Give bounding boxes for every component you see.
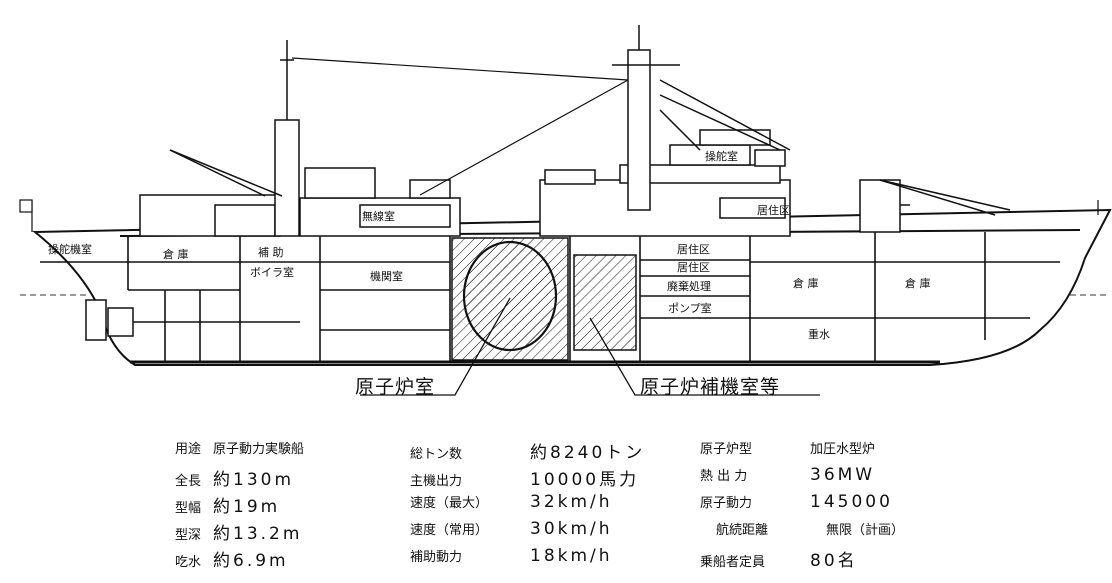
spec-label: 熱 出 力 <box>700 469 748 484</box>
callout-reactor-aux-rooms: 原子炉補機室等 <box>640 376 781 398</box>
flag <box>19 199 1099 232</box>
label-aux-boiler-2: ボイラ室 <box>250 265 294 279</box>
spec-main-engine-output: 主機出力 10000馬力 <box>410 465 639 490</box>
spec-label: 速度（常用） <box>410 523 489 538</box>
spec-length: 全長約130m <box>175 465 294 490</box>
spec-gross-tonnage: 総トン数 約8240トン <box>410 438 645 463</box>
spec-value: 加圧水型炉 <box>810 442 876 457</box>
spec-cruising-range: 航続距離 無限（計画） <box>716 519 904 538</box>
label-crew-quarters-2: 居住区 <box>677 260 710 274</box>
ship-cross-section-diagram: 操舵機室 倉 庫 補 助 ボイラ室 機関室 居住区 居住区 廃棄処理 ポンプ室 … <box>19 25 1112 396</box>
spec-value: 10000馬力 <box>530 470 640 490</box>
spec-beam: 型幅約19m <box>175 492 280 517</box>
spec-value: 30km/h <box>530 519 613 539</box>
spec-label: 型幅 <box>175 501 202 516</box>
callout-leaders <box>360 297 820 396</box>
spec-value: 約8240トン <box>530 443 646 463</box>
reactor-vessel <box>462 240 558 352</box>
forward-superstructure <box>539 25 1011 237</box>
spec-value: 80名 <box>810 551 858 571</box>
spec-label: 型深 <box>175 528 202 543</box>
label-pump-room: ポンプ室 <box>668 301 712 315</box>
spec-value: 約6.9m <box>213 551 289 571</box>
spec-nuclear-power: 原子動力 145000 <box>700 492 893 512</box>
spec-label: 全長 <box>175 474 202 489</box>
spec-label: 航続距離 <box>716 523 769 538</box>
hull-outline <box>32 208 1112 366</box>
spec-label: 主機出力 <box>410 474 463 489</box>
label-bridge: 操舵室 <box>705 149 738 163</box>
spec-value: 36MW <box>810 465 876 485</box>
spec-aux-power: 補助動力 18km/h <box>410 546 613 566</box>
spec-speed-max: 速度（最大） 32km/h <box>410 492 613 512</box>
spec-value: 18km/h <box>530 546 613 566</box>
label-hold-1: 倉 庫 <box>793 276 819 290</box>
spec-label: 原子炉型 <box>700 442 753 457</box>
spec-label: 原子動力 <box>700 496 753 511</box>
spec-draft: 吃水約6.9m <box>175 546 289 571</box>
label-aux-boiler-1: 補 助 <box>258 245 284 259</box>
spec-value: 約130m <box>213 470 295 490</box>
callout-reactor-room: 原子炉室 <box>355 376 436 398</box>
label-engine-room: 機関室 <box>370 269 403 283</box>
label-upper-room: 無線室 <box>362 209 395 223</box>
bulkheads <box>40 232 1060 362</box>
spec-value: 原子動力実験船 <box>213 442 305 457</box>
spec-value: 約19m <box>213 497 281 517</box>
label-deck-room: 居住区 <box>757 203 790 217</box>
spec-value: 約13.2m <box>213 524 303 544</box>
label-aft-warehouse: 倉 庫 <box>163 247 189 261</box>
spec-label: 速度（最大） <box>410 496 489 511</box>
label-bottom-tank: 重水 <box>808 327 830 341</box>
spec-label: 吃水 <box>175 555 202 570</box>
spec-reactor-type: 原子炉型 加圧水型炉 <box>700 438 875 457</box>
spec-label: 用途 <box>175 442 202 457</box>
spec-depth: 型深約13.2m <box>175 519 302 544</box>
spec-label: 補助動力 <box>410 550 463 565</box>
spec-thermal-output: 熱 出 力 36MW <box>700 465 875 485</box>
label-steering-gear-room: 操舵機室 <box>48 242 92 256</box>
spec-table: 用途原子動力実験船 全長約130m 型幅約19m 型深約13.2m 吃水約6.9… <box>0 430 1112 580</box>
label-hold-2: 倉 庫 <box>905 276 931 290</box>
rudder-propeller <box>85 299 300 341</box>
spec-value: 32km/h <box>530 492 613 512</box>
spec-speed-normal: 速度（常用） 30km/h <box>410 519 613 539</box>
spec-label: 総トン数 <box>410 447 463 462</box>
label-crew-quarters-1: 居住区 <box>677 242 710 256</box>
spec-value: 無限（計画） <box>826 523 905 538</box>
label-waste-processing: 廃棄処理 <box>667 279 711 293</box>
reactor-aux-compartment <box>573 254 637 351</box>
spec-label: 乗船者定員 <box>700 555 766 570</box>
spec-purpose: 用途原子動力実験船 <box>175 438 304 457</box>
aft-superstructure <box>139 40 461 237</box>
spec-value: 145000 <box>810 492 893 512</box>
rigging <box>291 57 629 196</box>
spec-crew-capacity: 乗船者定員 80名 <box>700 546 858 571</box>
